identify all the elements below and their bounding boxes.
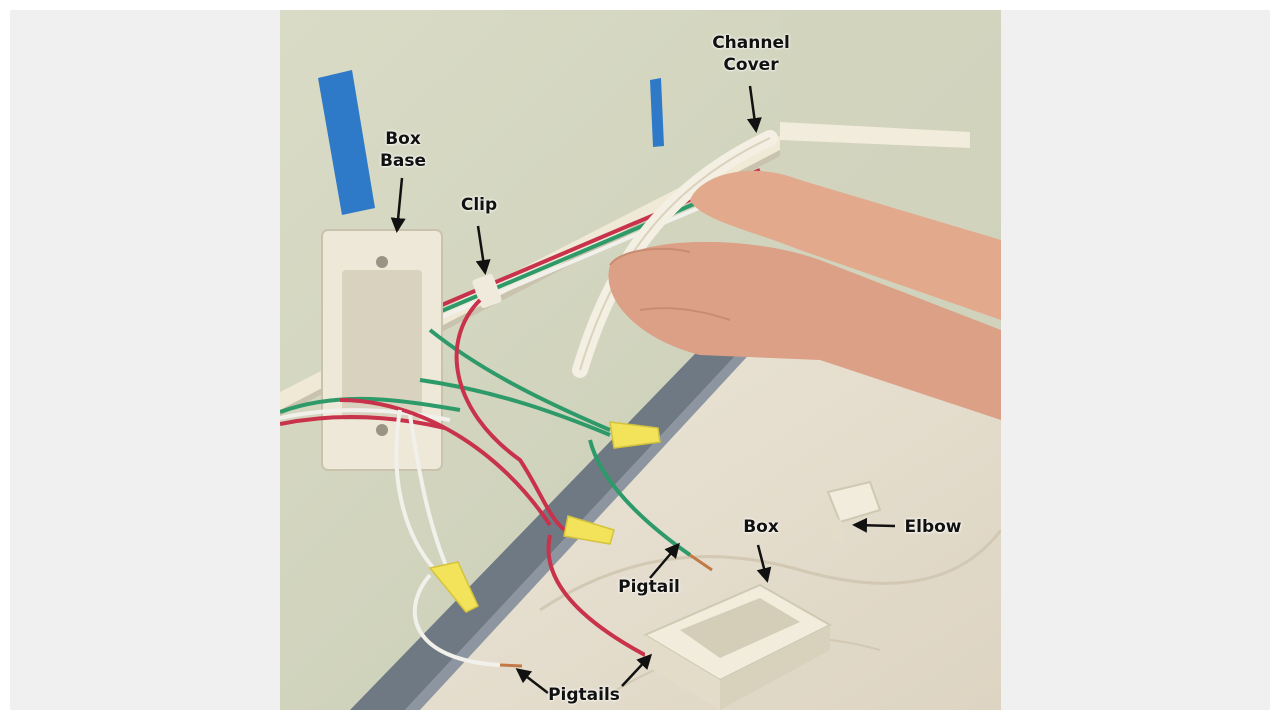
arrow-channel-cover — [746, 85, 762, 133]
arrow-pigtail — [649, 542, 680, 579]
arrow-clip — [475, 225, 491, 275]
arrow-box — [756, 544, 772, 583]
box-base — [321, 229, 443, 471]
wire-nut-green — [609, 421, 661, 449]
label-pigtail: Pigtail — [614, 576, 684, 598]
label-box-base-line1: Box — [385, 129, 421, 149]
hands — [608, 170, 1001, 420]
arrow-pigtails-left — [515, 668, 549, 694]
label-clip-text: Clip — [460, 195, 498, 215]
label-channel-cover-line1: Channel — [712, 33, 790, 53]
wire-nut-white — [428, 561, 479, 613]
arrow-box-base — [390, 177, 406, 233]
label-elbow-text: Elbow — [904, 517, 962, 537]
baseboard — [350, 328, 750, 710]
painters-tape-left — [318, 70, 375, 215]
label-channel-cover-line2: Cover — [723, 55, 779, 75]
label-pigtail-text: Pigtail — [618, 577, 680, 597]
label-box: Box — [738, 516, 784, 538]
drop-cloth — [420, 330, 1001, 710]
clip — [472, 273, 502, 309]
label-elbow: Elbow — [898, 516, 968, 538]
wire-nut-red — [563, 515, 615, 545]
painters-tape-right — [650, 78, 664, 147]
arrow-elbow — [852, 517, 896, 533]
photo-illustration — [280, 10, 1001, 710]
label-box-base-line2: Base — [379, 151, 427, 171]
label-pigtails-text: Pigtails — [548, 685, 620, 705]
elbow-fitting — [826, 480, 882, 546]
label-clip: Clip — [456, 194, 502, 216]
label-channel-cover: Channel Cover — [708, 32, 794, 76]
surface-box — [642, 583, 833, 710]
label-box-text: Box — [743, 517, 779, 537]
slide-canvas: Channel Cover Box Base Clip Box Elbow Pi… — [10, 10, 1270, 710]
label-box-base: Box Base — [375, 128, 431, 172]
label-pigtails: Pigtails — [542, 684, 626, 706]
raceway-back — [780, 122, 970, 148]
arrow-pigtails-right — [621, 653, 653, 687]
wiring-photo: Channel Cover Box Base Clip Box Elbow Pi… — [280, 10, 1001, 710]
